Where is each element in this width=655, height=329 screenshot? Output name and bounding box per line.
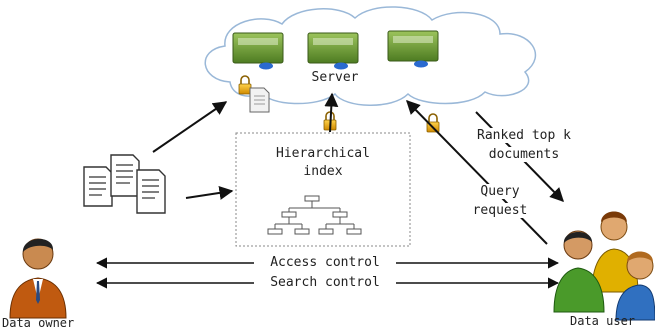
arrow-query-to-cloud	[406, 99, 548, 245]
documents-icon	[83, 154, 166, 214]
hierarchical-index-box	[235, 132, 411, 247]
arrow-docs-to-index	[185, 185, 234, 200]
search-control-label: Search control	[254, 275, 396, 290]
server-label: Server	[311, 70, 359, 85]
index-title-line1: Hierarchical	[276, 146, 370, 161]
query-request-label-line1: Query	[468, 184, 532, 199]
query-request-label-line2: request	[463, 203, 537, 218]
data-owner-icon	[9, 238, 67, 319]
server-icon-2	[307, 32, 359, 70]
ranked-top-k-label-line2: documents	[468, 147, 580, 162]
tree-icon	[267, 195, 362, 235]
data-user-label: Data user	[570, 314, 636, 328]
arrow-docs-to-cloud	[152, 101, 228, 153]
server-icon-1	[232, 32, 284, 70]
access-control-label: Access control	[254, 255, 396, 270]
index-title-line2: index	[303, 164, 343, 179]
data-user-icon	[553, 211, 655, 321]
data-owner-label: Data owner	[2, 316, 75, 329]
encrypted-document-icon	[249, 87, 270, 113]
server-icon-3	[387, 30, 439, 68]
arrow-index-to-cloud	[324, 92, 339, 133]
lock-icon	[238, 75, 252, 95]
ranked-top-k-label-line1: Ranked top k	[468, 128, 580, 143]
